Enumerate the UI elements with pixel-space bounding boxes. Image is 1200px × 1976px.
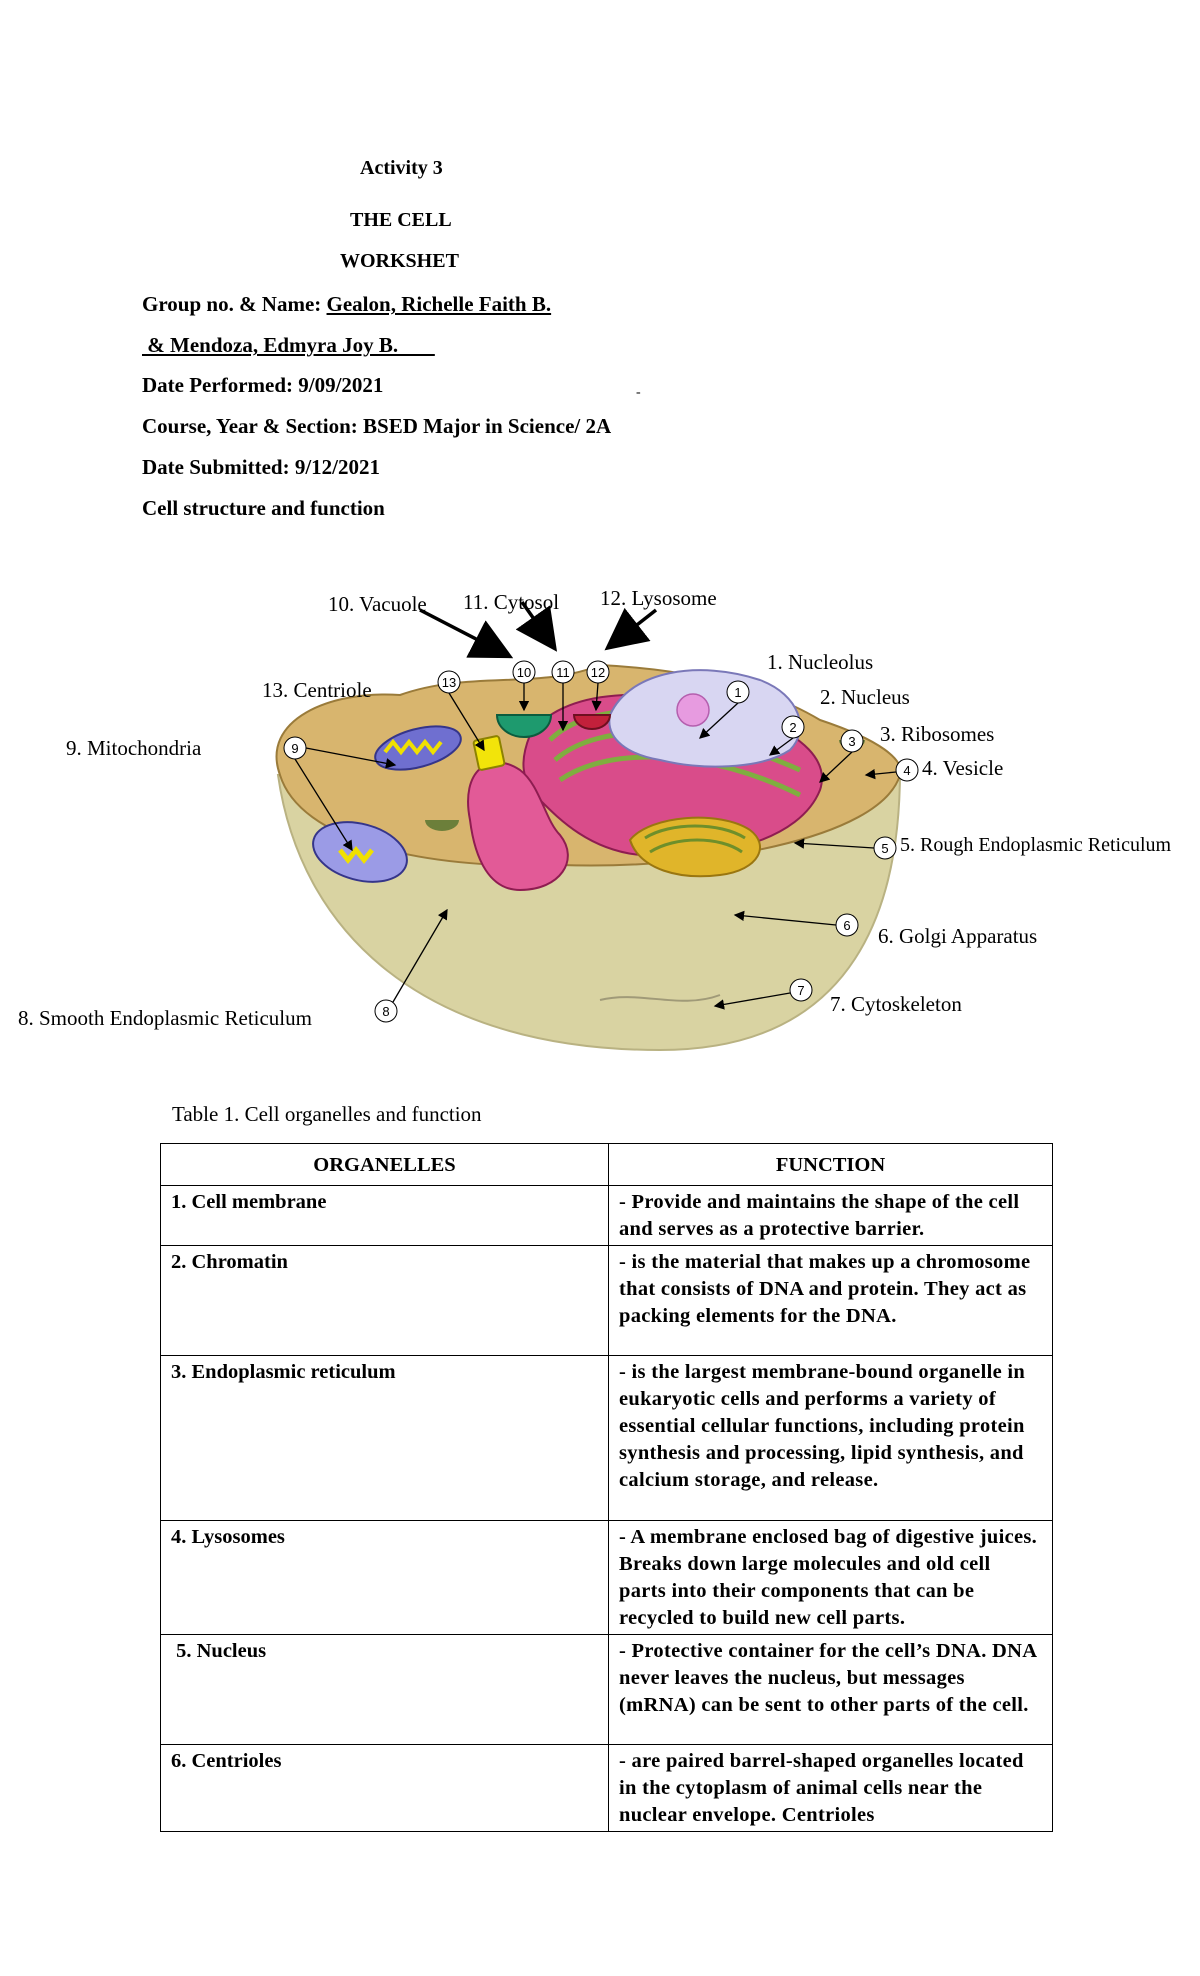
label-vesicle: 4. Vesicle <box>922 756 1004 780</box>
marker-2: 2 <box>781 715 805 739</box>
label-nucleolus: 1. Nucleolus <box>767 650 874 674</box>
table-row: 1. Cell membrane - Provide and maintains… <box>160 1185 1053 1246</box>
table-caption: Table 1. Cell organelles and function <box>172 1102 482 1126</box>
table-row: 4. Lysosomes - A membrane enclosed bag o… <box>160 1520 1053 1635</box>
worksheet-title: THE CELL <box>350 209 452 231</box>
label-smooth-er: 8. Smooth Endoplasmic Reticulum <box>18 1006 312 1030</box>
svg-text:12: 12 <box>591 665 605 680</box>
marker-8: 8 <box>374 999 398 1023</box>
marker-10: 10 <box>512 660 536 684</box>
svg-text:5: 5 <box>881 841 888 856</box>
organelle-cell: 1. Cell membrane <box>160 1185 609 1246</box>
lysosome <box>572 714 612 730</box>
table-row: 3. Endoplasmic reticulum - is the larges… <box>160 1355 1053 1521</box>
marker-11: 11 <box>551 660 575 684</box>
nucleolus <box>676 693 710 727</box>
svg-text:8: 8 <box>382 1004 389 1019</box>
svg-text:10: 10 <box>517 665 531 680</box>
svg-text:11: 11 <box>556 665 570 680</box>
function-cell: - Protective container for the cell’s DN… <box>608 1634 1053 1745</box>
marker-13: 13 <box>437 670 461 694</box>
marker-9: 9 <box>283 736 307 760</box>
dash-mark: - <box>636 385 641 400</box>
group-name-1: Gealon, Richelle Faith B. <box>326 292 552 316</box>
label-mitochondria: 9. Mitochondria <box>66 736 202 760</box>
group-line: Group no. & Name: Gealon, Richelle Faith… <box>142 292 551 317</box>
svg-text:6: 6 <box>843 918 850 933</box>
svg-text:3: 3 <box>848 734 855 749</box>
label-golgi: 6. Golgi Apparatus <box>878 924 1038 948</box>
function-cell: - is the material that makes up a chromo… <box>608 1245 1053 1356</box>
group-name-2: & Mendoza, Edmyra Joy B. <box>142 333 435 357</box>
marker-12: 12 <box>586 660 610 684</box>
organelle-cell: 2. Chromatin <box>160 1245 609 1356</box>
label-ribosomes: 3. Ribosomes <box>880 722 995 746</box>
label-nucleus: 2. Nucleus <box>820 685 910 709</box>
course-section: Course, Year & Section: BSED Major in Sc… <box>142 414 612 438</box>
date-submitted: Date Submitted: 9/12/2021 <box>142 455 380 479</box>
date-performed: Date Performed: 9/09/2021 <box>142 373 384 397</box>
svg-text:9: 9 <box>291 741 298 756</box>
marker-1: 1 <box>726 680 750 704</box>
worksheet-subtitle: WORKSHET <box>340 250 459 272</box>
group-label: Group no. & Name: <box>142 292 327 316</box>
table-row: 5. Nucleus - Protective container for th… <box>160 1634 1053 1745</box>
marker-6: 6 <box>835 913 859 937</box>
cell-illustration: 1 2 3 4 5 6 7 8 9 10 11 12 13 <box>275 600 919 1052</box>
marker-5: 5 <box>873 836 897 860</box>
svg-text:7: 7 <box>797 983 804 998</box>
label-rough-er: 5. Rough Endoplasmic Reticulum <box>900 834 1172 856</box>
vacuole <box>495 714 553 738</box>
organelle-cell: 4. Lysosomes <box>160 1520 609 1635</box>
table-header-row: ORGANELLES FUNCTION <box>160 1143 1053 1186</box>
svg-text:1: 1 <box>734 685 741 700</box>
marker-4: 4 <box>895 758 919 782</box>
topic: Cell structure and function <box>142 496 385 520</box>
svg-text:4: 4 <box>903 763 910 778</box>
label-cytoskeleton: 7. Cytoskeleton <box>830 992 962 1016</box>
function-cell: - Provide and maintains the shape of the… <box>608 1185 1053 1246</box>
organelle-cell: 6. Centrioles <box>160 1744 609 1832</box>
label-lysosome: 12. Lysosome <box>600 586 717 610</box>
header-function: FUNCTION <box>608 1143 1053 1186</box>
table-row: 6. Centrioles - are paired barrel-shaped… <box>160 1744 1053 1832</box>
organelles-table: ORGANELLES FUNCTION 1. Cell membrane - P… <box>160 1143 1053 1832</box>
function-cell: - is the largest membrane-bound organell… <box>608 1355 1053 1521</box>
marker-7: 7 <box>789 978 813 1002</box>
organelle-cell: 5. Nucleus <box>160 1634 609 1745</box>
table-row: 2. Chromatin - is the material that make… <box>160 1245 1053 1356</box>
label-centriole: 13. Centriole <box>262 678 372 702</box>
animal-cell-diagram: 1 2 3 4 5 6 7 8 9 10 11 12 13 <box>0 570 1200 1070</box>
organelle-cell: 3. Endoplasmic reticulum <box>160 1355 609 1521</box>
function-cell: - are paired barrel-shaped organelles lo… <box>608 1744 1053 1832</box>
svg-text:2: 2 <box>789 720 796 735</box>
label-vacuole: 10. Vacuole <box>328 592 427 616</box>
header-organelles: ORGANELLES <box>160 1143 609 1186</box>
activity-number: Activity 3 <box>360 157 443 179</box>
label-cytosol: 11. Cytosol <box>463 590 560 614</box>
function-cell: - A membrane enclosed bag of digestive j… <box>608 1520 1053 1635</box>
svg-text:13: 13 <box>442 675 456 690</box>
golgi <box>628 816 761 878</box>
marker-3: 3 <box>840 729 864 753</box>
